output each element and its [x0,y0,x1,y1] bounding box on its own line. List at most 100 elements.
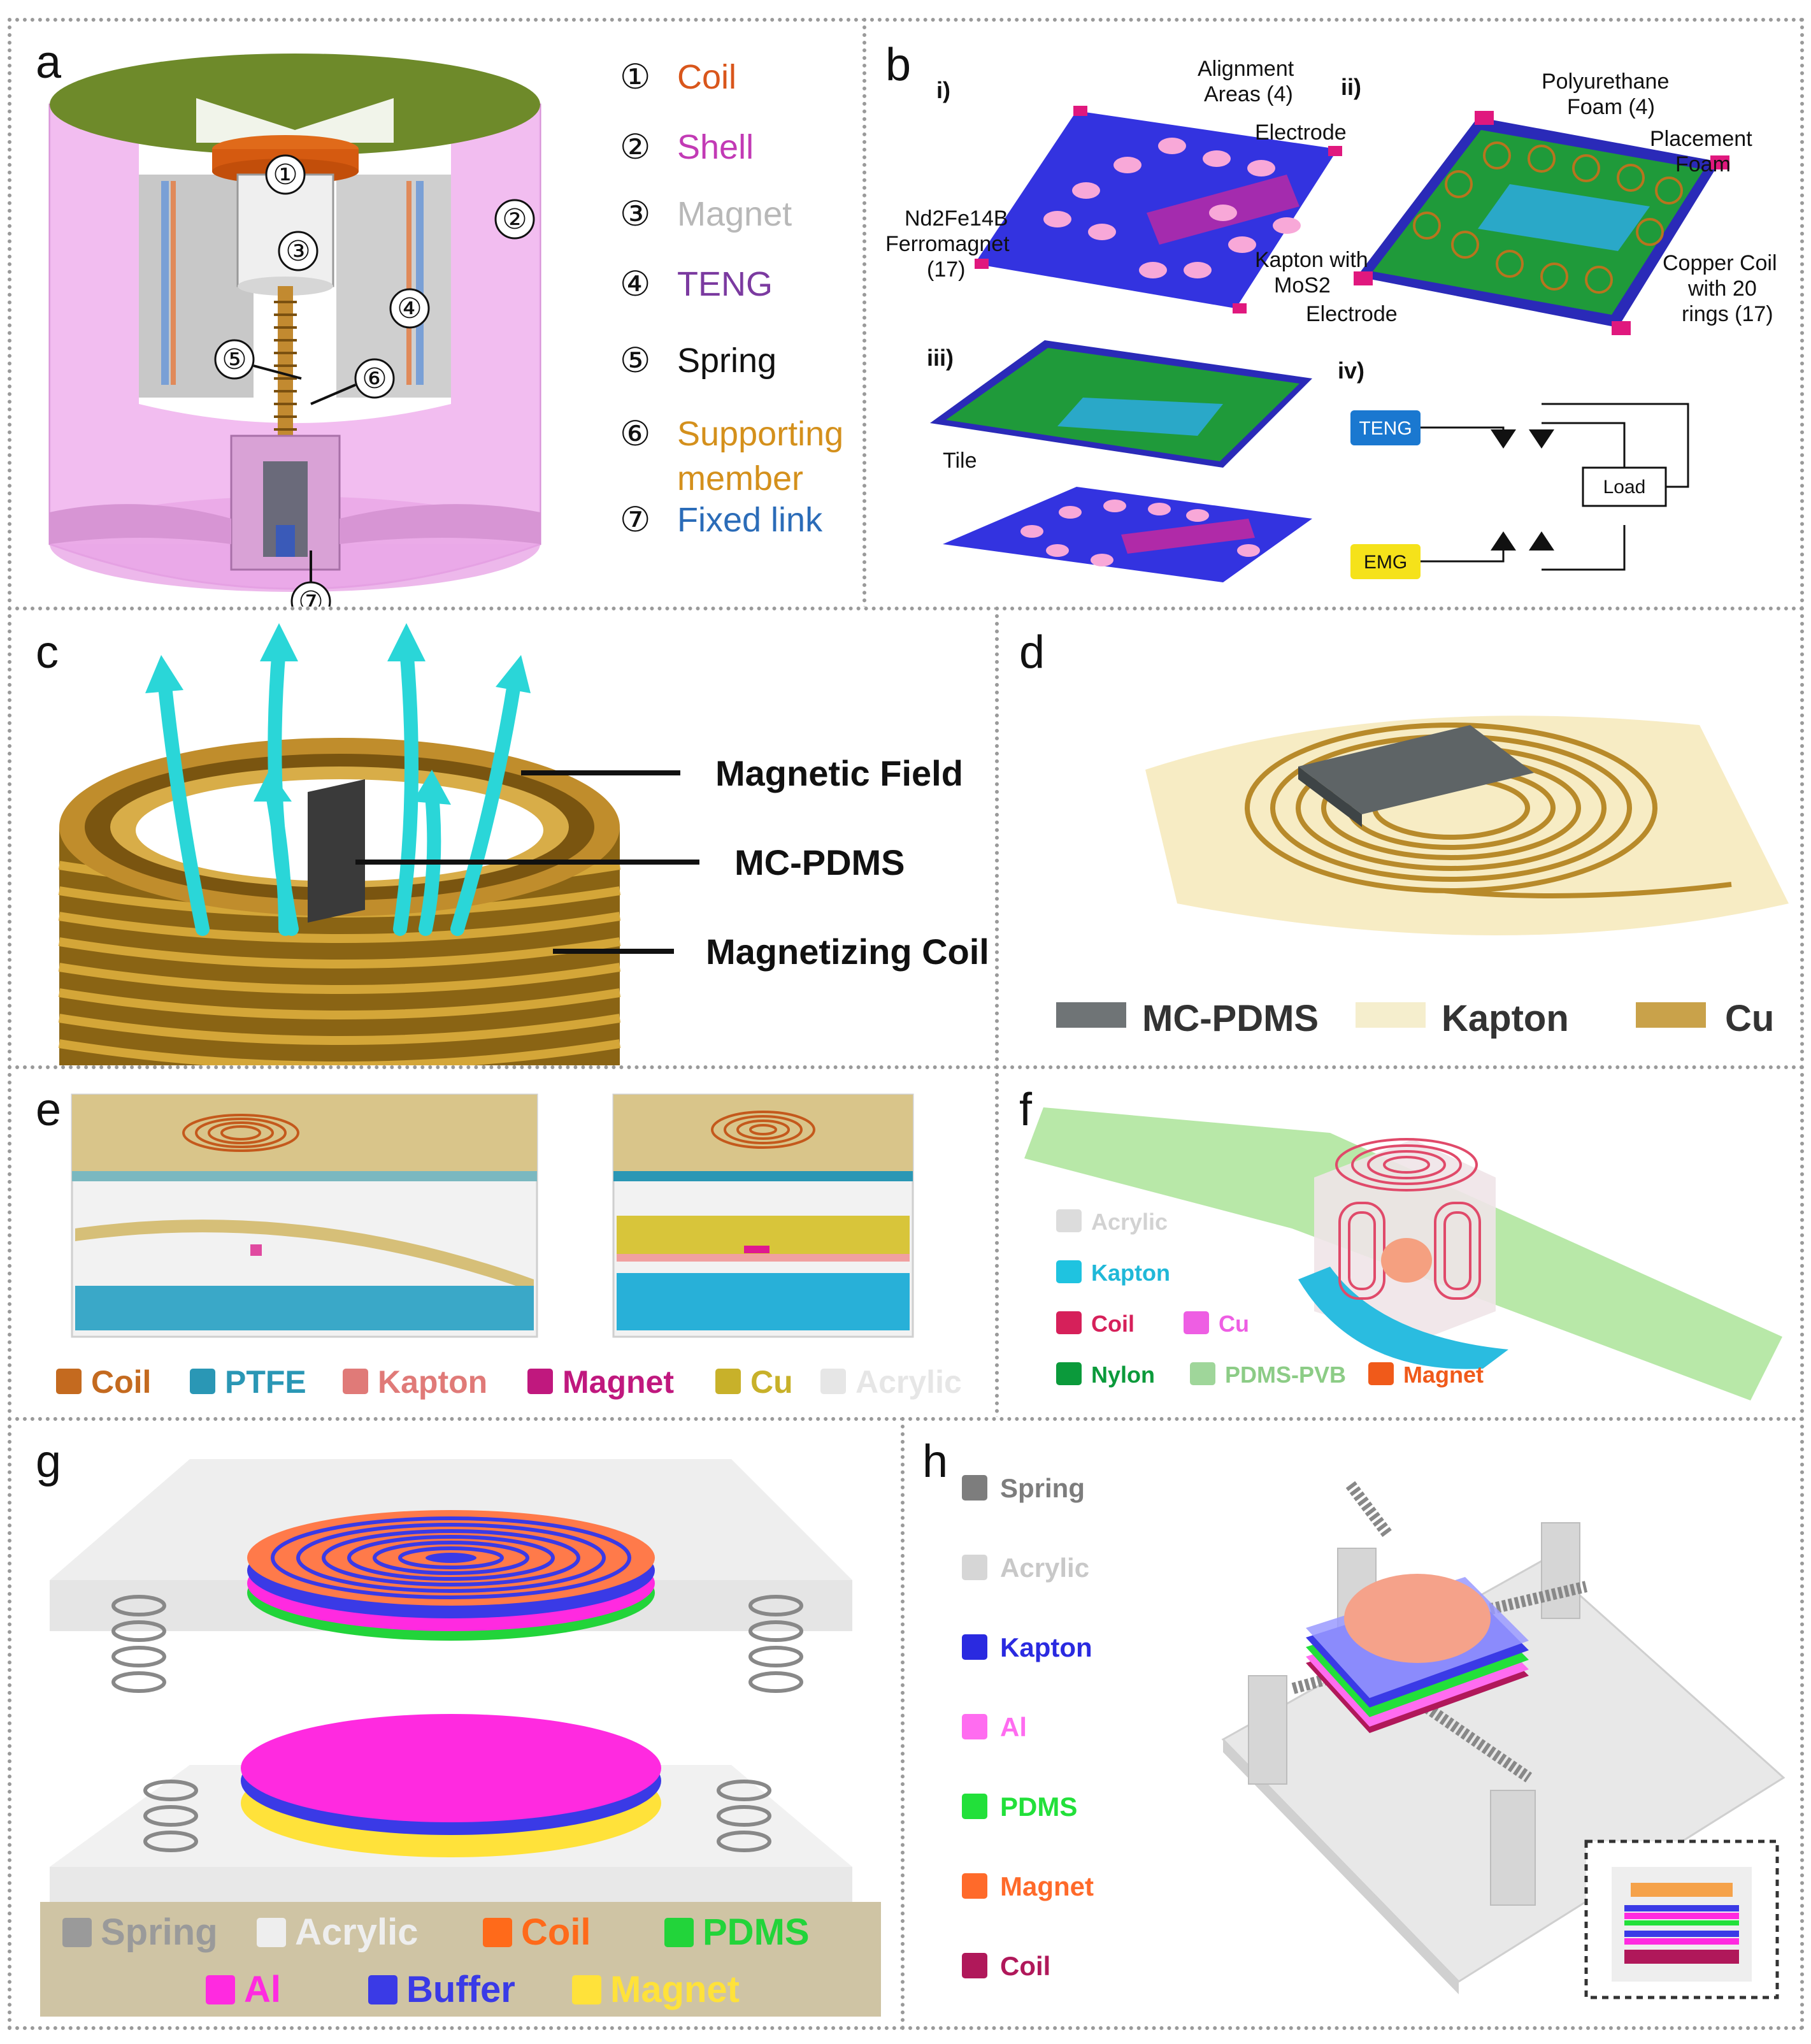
label-mc-pdms: MC-PDMS [734,842,905,882]
legend-f-pdms-pvb: PDMS-PVB [1225,1362,1346,1388]
legend-a-num-3: ③ [620,195,650,233]
panel-label-d: d [1019,627,1045,678]
callout-4: ④ [397,293,422,324]
legend-h-kapton: Kapton [1000,1632,1092,1662]
panel-label-e: e [36,1084,62,1135]
panel-c: c Magnetic Field MC [8,607,999,1069]
ann-tile: Tile [943,449,977,473]
legend-a-teng: TENG [677,265,773,303]
ann-polyurethane-2: Foam (4) [1567,95,1655,119]
panel-f: f Acrylic Kapton Coil Cu Nylon PDMS-PVB [995,1065,1804,1421]
callout-7: ⑦ [298,586,323,610]
legend-h-pdms: PDMS [1000,1792,1077,1822]
panel-c-coil-illustration: Magnetic Field MC-PDMS Magnetizing Coil [58,623,989,1065]
ann-kapton-2: MoS2 [1274,273,1331,298]
legend-a-supporting: Supporting [677,415,843,453]
legend-f-nylon: Nylon [1091,1362,1155,1388]
ann-copper-3: rings (17) [1682,302,1773,326]
legend-f-magnet: Magnet [1403,1362,1484,1388]
legend-f-cu: Cu [1219,1311,1249,1337]
panel-b: b i) ii) iii) iv) [863,18,1804,610]
sub-ii: ii) [1341,74,1361,100]
legend-h-magnet: Magnet [1000,1871,1094,1901]
legend-h-spring: Spring [1000,1473,1085,1503]
legend-a-spring: Spring [677,342,777,380]
circuit-emg: EMG [1364,552,1407,573]
panel-b-layer-illustration: i) ii) iii) iv) [885,57,1777,582]
panel-e: e Coil PTFE Kapton Magnet [8,1065,999,1421]
ann-alignment-2: Areas (4) [1204,82,1293,106]
panel-h-device-illustration: Spring Acrylic Kapton Al PDMS Magnet Coi… [962,1473,1786,1999]
ann-ferro-2: Ferromagnet [885,232,1010,256]
legend-e-cu: Cu [750,1364,793,1400]
legend-g-al: Al [244,1969,281,2010]
legend-d-kapton: Kapton [1442,998,1569,1039]
panel-label-c: c [36,627,59,678]
legend-e-ptfe: PTFE [225,1364,306,1400]
legend-e-magnet: Magnet [562,1364,674,1400]
legend-a-num-5: ⑤ [620,342,650,380]
panel-label-g: g [36,1436,62,1487]
panel-h: h Spring Acrylic Kapton Al PDMS Magnet C… [901,1417,1804,2030]
legend-e-acrylic: Acrylic [855,1364,962,1400]
legend-a-fixed-link: Fixed link [677,501,823,539]
legend-a-num-6: ⑥ [620,415,650,453]
legend-a-magnet: Magnet [677,195,792,233]
callout-3: ③ [285,236,310,267]
circuit-load: Load [1603,477,1646,498]
legend-a-num-7: ⑦ [620,501,650,539]
ann-placement-1: Placement [1650,127,1752,151]
legend-f-acrylic: Acrylic [1091,1209,1168,1235]
circuit-teng: TENG [1359,418,1412,439]
legend-g-acrylic: Acrylic [295,1911,418,1953]
label-magnetic-field: Magnetic Field [715,753,963,793]
legend-f-coil: Coil [1091,1311,1135,1337]
panel-label-b: b [885,40,912,90]
ann-electrode: Electrode [1255,120,1347,145]
panel-d-film-illustration: MC-PDMS Kapton Cu [1056,716,1789,1039]
callout-6: ⑥ [362,363,387,394]
sub-iii: iii) [927,345,954,371]
ann-ferro-1: Nd2Fe14B [905,206,1008,231]
legend-h-acrylic: Acrylic [1000,1553,1089,1583]
callout-5: ⑤ [222,344,247,375]
ann-copper-2: with 20 [1687,277,1757,301]
ann-copper-1: Copper Coil [1663,251,1777,275]
ann-placement-2: Foam [1675,152,1731,176]
callout-2: ② [502,204,527,235]
legend-g-buffer: Buffer [406,1969,515,2010]
legend-e-coil: Coil [91,1364,151,1400]
legend-h-al: Al [1000,1712,1027,1742]
panel-label-f: f [1019,1084,1033,1135]
legend-h-coil: Coil [1000,1951,1050,1981]
legend-a-num-4: ④ [620,265,650,303]
legend-g-spring: Spring [101,1911,218,1953]
panel-label-h: h [922,1436,948,1487]
ann-ferro-3: (17) [927,257,965,282]
ann-polyurethane-1: Polyurethane [1542,69,1669,94]
ann-electrode-2: Electrode [1306,302,1398,326]
panel-e-device-illustration: Coil PTFE Kapton Magnet Cu Acrylic [56,1093,962,1400]
panel-g-device-illustration: Spring Acrylic Coil PDMS Al Buffer Magne… [40,1459,881,2017]
ann-kapton-1: Kapton with [1255,248,1368,272]
sub-iv: iv) [1338,357,1364,384]
panel-d: d MC-PDMS Kapton Cu [995,607,1804,1069]
label-magnetizing-coil: Magnetizing Coil [706,932,989,972]
legend-a-member: member [677,459,803,498]
legend-g-coil: Coil [521,1911,591,1953]
legend-e-kapton: Kapton [378,1364,487,1400]
legend-g-pdms: PDMS [703,1911,810,1953]
legend-a-num-1: ① [620,58,650,96]
panel-label-a: a [36,37,62,88]
legend-a-shell: Shell [677,128,754,166]
sub-i: i) [936,77,950,103]
legend-d-cu: Cu [1725,998,1774,1039]
panel-f-wristband-illustration: Acrylic Kapton Coil Cu Nylon PDMS-PVB Ma… [1024,1107,1782,1400]
panel-g: g [8,1417,905,2030]
legend-a-num-2: ② [620,128,650,166]
panel-a-device-illustration: ① ② ③ ④ ⑤ ⑥ ⑦ ① Coil ② Shell ③ Magnet ④ … [48,54,843,610]
panel-a: a [8,18,866,610]
legend-f-kapton: Kapton [1091,1260,1170,1286]
ann-alignment-1: Alignment [1198,57,1294,81]
legend-d-mc-pdms: MC-PDMS [1142,998,1319,1039]
